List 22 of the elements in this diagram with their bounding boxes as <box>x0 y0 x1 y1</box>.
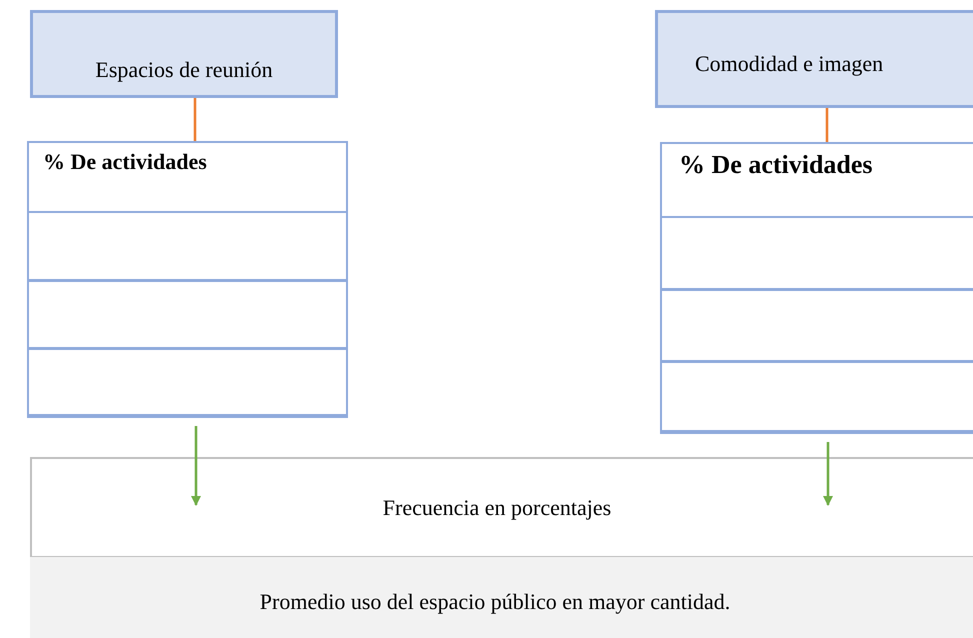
table-row <box>27 211 348 281</box>
arrow <box>823 442 833 506</box>
box-label: Comodidad e imagen <box>695 51 884 77</box>
summary-band <box>30 557 973 638</box>
box-label: Frecuencia en porcentajes <box>382 495 612 521</box>
result-box <box>30 457 973 558</box>
column-header: % De actividades <box>43 149 207 175</box>
table-box <box>27 141 348 416</box>
connector-line <box>194 98 196 141</box>
table-row <box>27 348 348 418</box>
table-row <box>27 280 348 349</box>
box-label: Espacios de reunión <box>94 57 274 83</box>
title-box <box>30 10 338 98</box>
box-label: Promedio uso del espacio público en mayor cantidad. <box>258 589 732 615</box>
title-box <box>655 10 973 108</box>
arrow <box>191 426 201 506</box>
column-header: % De actividades <box>679 150 873 180</box>
connector-line <box>826 108 828 142</box>
table-box <box>660 142 973 432</box>
table-row <box>660 289 973 362</box>
table-row <box>660 361 973 434</box>
table-row <box>660 216 973 290</box>
